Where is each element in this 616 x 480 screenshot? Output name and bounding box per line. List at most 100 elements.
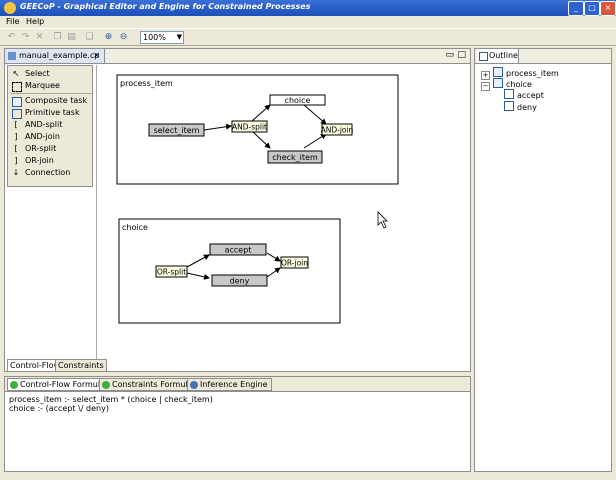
node-and-join[interactable]	[321, 123, 353, 136]
zoom-value: 100%	[143, 33, 166, 42]
maximize-button[interactable]: □	[584, 1, 600, 16]
arrow-cursor-icon: ↖	[12, 69, 20, 78]
app-icon	[4, 2, 16, 14]
composite-task-icon	[493, 78, 503, 88]
node-accept[interactable]	[209, 243, 267, 256]
edge-orsplit-to-deny	[186, 272, 210, 280]
outline-icon	[479, 52, 488, 61]
or-join-icon: ]	[14, 156, 18, 165]
node-select-item-label: select_item	[154, 126, 200, 135]
tab-control-flow-formulas[interactable]: Control-Flow Formulas	[7, 378, 114, 391]
palette-composite-task[interactable]: Composite task	[10, 95, 92, 107]
node-check-item-label: check_item	[272, 153, 318, 162]
formula-icon	[102, 381, 110, 389]
tab-constraints-formulas[interactable]: Constraints Formulas	[99, 378, 201, 391]
minimize-button[interactable]: _	[568, 1, 584, 16]
menu-help[interactable]: Help	[26, 17, 45, 26]
menu-bar: File Help	[0, 16, 616, 28]
editor-tab[interactable]: manual_example.cp ✕	[5, 49, 105, 63]
outline-tab[interactable]: Outline	[477, 49, 519, 63]
outline-item-choice[interactable]: −choice	[481, 78, 532, 91]
or-split-icon: [	[14, 144, 18, 153]
node-and-split-label: AND-split	[232, 123, 267, 132]
copy2-icon[interactable]: ❏	[85, 32, 94, 42]
edge-split-to-check	[251, 130, 271, 149]
edge-orsplit-to-accept	[186, 254, 210, 268]
node-deny-label: deny	[230, 277, 250, 286]
palette-or-split[interactable]: [OR-split	[10, 143, 92, 155]
editor-pane: manual_example.cp ✕ ▭ □ ↖Select Marquee …	[4, 48, 471, 372]
expand-icon[interactable]: +	[481, 71, 490, 80]
minimize-view-icon[interactable]: ▭	[445, 50, 454, 60]
diagram-svg: process_item select_item AND-split choic…	[116, 74, 399, 324]
undo-icon[interactable]: ↶	[7, 32, 16, 42]
outline-tab-bar: Outline	[475, 49, 611, 64]
outline-item-deny[interactable]: deny	[504, 101, 537, 112]
node-or-split[interactable]	[155, 265, 188, 278]
node-or-join[interactable]	[280, 256, 309, 269]
paste-icon[interactable]: ▤	[67, 32, 76, 42]
close-tab-icon[interactable]: ✕	[93, 51, 100, 60]
diagram-canvas[interactable]: process_item select_item AND-split choic…	[96, 65, 466, 363]
outline-tab-label: Outline	[489, 51, 518, 60]
choice-title: choice	[122, 223, 148, 232]
node-and-split[interactable]	[231, 120, 268, 133]
palette-or-join[interactable]: ]OR-join	[10, 155, 92, 167]
window-title: GEECoP - Graphical Editor and Engine for…	[20, 2, 311, 11]
palette-and-join[interactable]: ]AND-join	[10, 131, 92, 143]
node-select-item[interactable]	[148, 123, 205, 137]
close-button[interactable]: ×	[600, 1, 616, 16]
edge-split-to-choice	[251, 104, 271, 122]
composite-task-icon	[12, 97, 22, 107]
outline-item-accept[interactable]: accept	[504, 89, 544, 100]
primitive-task-icon	[504, 101, 514, 111]
node-choice-label: choice	[285, 96, 311, 105]
process-item-title: process_item	[120, 79, 173, 88]
node-accept-label: accept	[225, 246, 252, 255]
chevron-down-icon[interactable]: ▼	[176, 33, 182, 41]
tab-inference-engine[interactable]: Inference Engine	[187, 378, 272, 391]
palette-connection[interactable]: ↓Connection	[12, 168, 71, 177]
connection-icon: ↓	[12, 168, 20, 177]
menu-file[interactable]: File	[6, 17, 20, 26]
edge-deny-to-orjoin	[266, 267, 281, 278]
redo-icon[interactable]: ↷	[21, 32, 30, 42]
node-and-join-label: AND-join	[321, 126, 354, 135]
edge-select-to-split	[203, 123, 232, 131]
formula-line: choice :- (accept \/ deny)	[9, 404, 109, 413]
editor-tab-label: manual_example.cp	[19, 51, 100, 60]
node-deny[interactable]	[211, 274, 268, 287]
palette-and-split[interactable]: [AND-split	[10, 119, 92, 131]
mouse-cursor-icon	[377, 211, 388, 229]
choice-frame[interactable]	[118, 218, 341, 324]
file-icon	[8, 52, 16, 60]
tab-constraints[interactable]: Constraints	[55, 359, 107, 372]
node-choice[interactable]	[269, 94, 326, 106]
node-check-item[interactable]	[267, 150, 323, 164]
copy-icon[interactable]: ❐	[53, 32, 62, 42]
palette-primitive-task[interactable]: Primitive task	[10, 107, 92, 119]
and-split-icon: [	[14, 120, 18, 129]
formula-icon	[10, 381, 18, 389]
palette-marquee[interactable]: Marquee	[10, 80, 92, 92]
zoom-out-icon[interactable]: ⊖	[119, 32, 128, 42]
zoom-select[interactable]: 100% ▼	[140, 31, 184, 44]
marquee-icon	[12, 82, 22, 92]
formulas-pane: Control-Flow Formulas Constraints Formul…	[4, 376, 471, 472]
maximize-view-icon[interactable]: □	[457, 50, 466, 60]
palette-select[interactable]: ↖Select	[12, 69, 50, 78]
delete-icon[interactable]: ✕	[35, 32, 44, 42]
composite-task-icon	[493, 67, 503, 77]
palette-divider	[10, 93, 92, 94]
outline-item-process-item[interactable]: +process_item	[481, 67, 559, 80]
node-or-split-label: OR-split	[157, 268, 186, 277]
collapse-icon[interactable]: −	[481, 82, 490, 91]
primitive-task-icon	[504, 89, 514, 99]
palette: ↖Select Marquee Composite task Primitive…	[7, 65, 93, 187]
node-or-join-label: OR-join	[281, 259, 308, 268]
primitive-task-icon	[12, 109, 22, 119]
editor-tab-bar: manual_example.cp ✕ ▭ □	[5, 49, 470, 64]
zoom-in-icon[interactable]: ⊕	[104, 32, 113, 42]
formula-line: process_item :- select_item * (choice | …	[9, 395, 213, 404]
toolbar: ↶ ↷ ✕ ❐ ▤ ❏ ⊕ ⊖ 100% ▼	[0, 28, 616, 46]
